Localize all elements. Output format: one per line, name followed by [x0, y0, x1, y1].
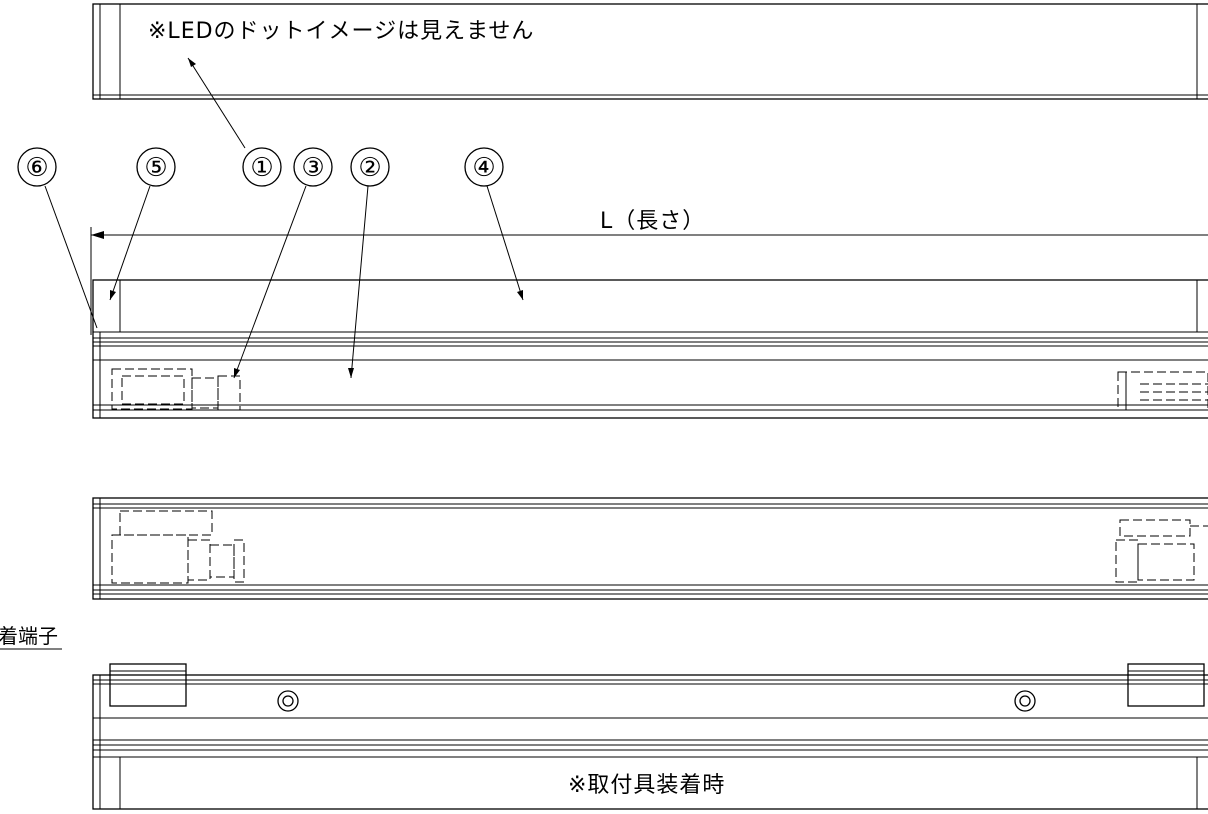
callout-6: ⑥: [17, 147, 57, 187]
callout-2: ②: [350, 147, 390, 187]
side-label: 着端子: [0, 624, 58, 648]
callout-4: ④: [464, 147, 504, 187]
view-bottom-section: [92, 497, 1208, 600]
svg-text:②: ②: [358, 153, 381, 183]
screw-hole-right: [1014, 690, 1036, 712]
leader-lines: [44, 185, 524, 379]
dimension-length: L（長さ）: [90, 209, 1208, 335]
callout-3: ③: [293, 147, 333, 187]
svg-text:④: ④: [472, 153, 495, 183]
callout-group: ⑥ ⑤ ① ③ ② ④: [17, 147, 504, 187]
view-top-bar: ※LEDのドットイメージは見えません: [92, 3, 1208, 100]
svg-text:③: ③: [301, 153, 324, 183]
length-label: L（長さ）: [600, 209, 705, 234]
view-mounting: ※取付具装着時: [92, 663, 1208, 810]
mounting-bracket-left: [109, 663, 187, 707]
callout-1: ①: [242, 147, 282, 187]
svg-text:⑤: ⑤: [144, 153, 167, 183]
leader-1: [187, 57, 246, 149]
svg-text:⑥: ⑥: [25, 153, 48, 183]
mounting-bracket-right: [1127, 663, 1205, 707]
note-mounting: ※取付具装着時: [568, 773, 725, 798]
leader-1-arrow: [188, 58, 196, 67]
callout-5: ⑤: [136, 147, 176, 187]
view-side-section: [92, 279, 1208, 419]
screw-hole-left: [277, 690, 299, 712]
note-led-dot: ※LEDのドットイメージは見えません: [148, 19, 534, 44]
svg-text:①: ①: [250, 153, 273, 183]
